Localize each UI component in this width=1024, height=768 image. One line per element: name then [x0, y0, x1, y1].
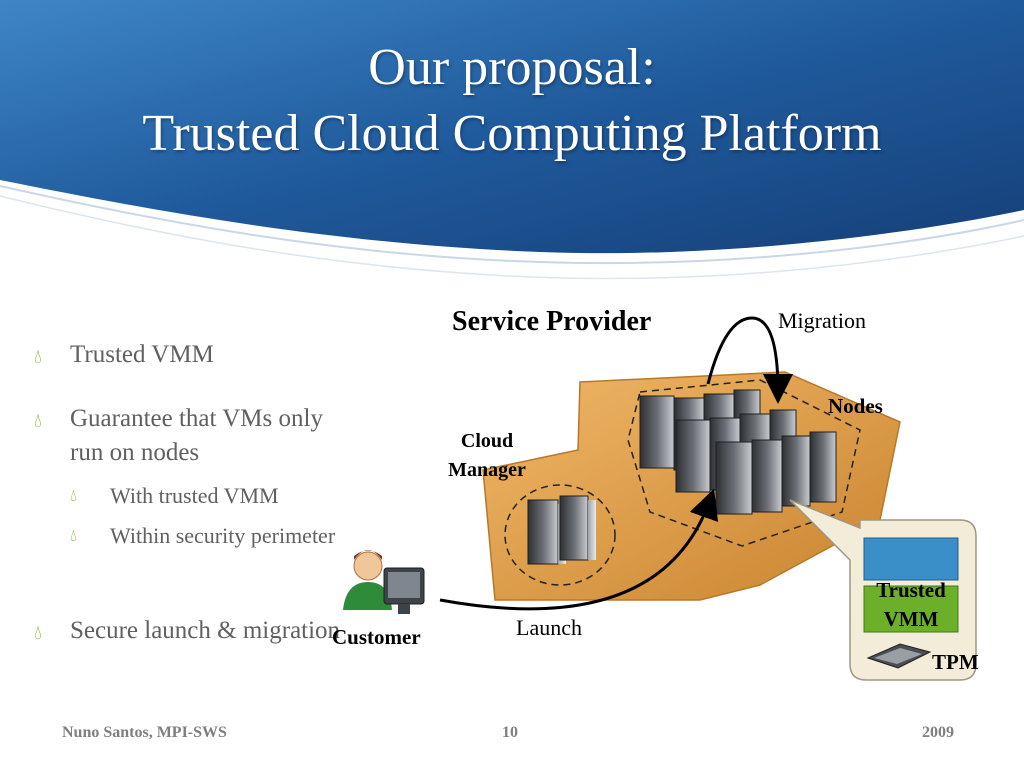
nodes-label: Nodes: [828, 394, 883, 418]
cloud-manager-perimeter: [504, 484, 616, 586]
bullet-text: Trusted VMM: [70, 341, 214, 368]
tpm-label: TPM: [932, 650, 979, 674]
drop-bullet-icon: 💧︎: [34, 622, 42, 644]
drop-bullet-icon: 💧︎: [70, 486, 77, 505]
slide-title-line-2: Trusted Cloud Computing Platform: [142, 105, 882, 162]
header-background: [0, 0, 1024, 280]
drop-bullet-icon: 💧︎: [70, 526, 77, 545]
slide-header: Our proposal: Trusted Cloud Computing Pl…: [0, 0, 1024, 290]
footer-year: 2009: [922, 724, 954, 741]
migration-label: Migration: [778, 308, 866, 333]
drop-bullet-icon: 💧︎: [34, 410, 42, 432]
migration-arrow: [706, 316, 793, 404]
sub-bullet-text: Within security perimeter: [110, 523, 336, 548]
launch-arrow: [439, 488, 719, 611]
footer-author: Nuno Santos, MPI-SWS: [62, 724, 227, 741]
footer-page-number: 10: [502, 724, 518, 741]
trusted-vmm-stack: [863, 537, 959, 633]
customer-label: Customer: [332, 625, 421, 649]
trusted-vmm-label: Trusted VMM: [876, 578, 946, 631]
nodes-server-cluster-icon: [639, 389, 837, 515]
service-provider-label: Service Provider: [452, 306, 652, 337]
cloud-manager-server-icon: [527, 495, 596, 565]
tpm-chip-icon: [866, 643, 932, 669]
customer-icon: [343, 550, 425, 614]
bullet-text: Secure launch & migration: [70, 617, 341, 644]
bullet-text: Guarantee that VMs only run on nodes: [70, 405, 323, 466]
slide-title-line-1: Our proposal:: [368, 39, 656, 96]
launch-label: Launch: [516, 615, 582, 640]
drop-bullet-icon: 💧︎: [34, 346, 42, 368]
sub-bullet-text: With trusted VMM: [110, 483, 279, 508]
cloud-manager-label: Cloud Manager: [448, 430, 526, 481]
nodes-perimeter: [627, 379, 861, 547]
